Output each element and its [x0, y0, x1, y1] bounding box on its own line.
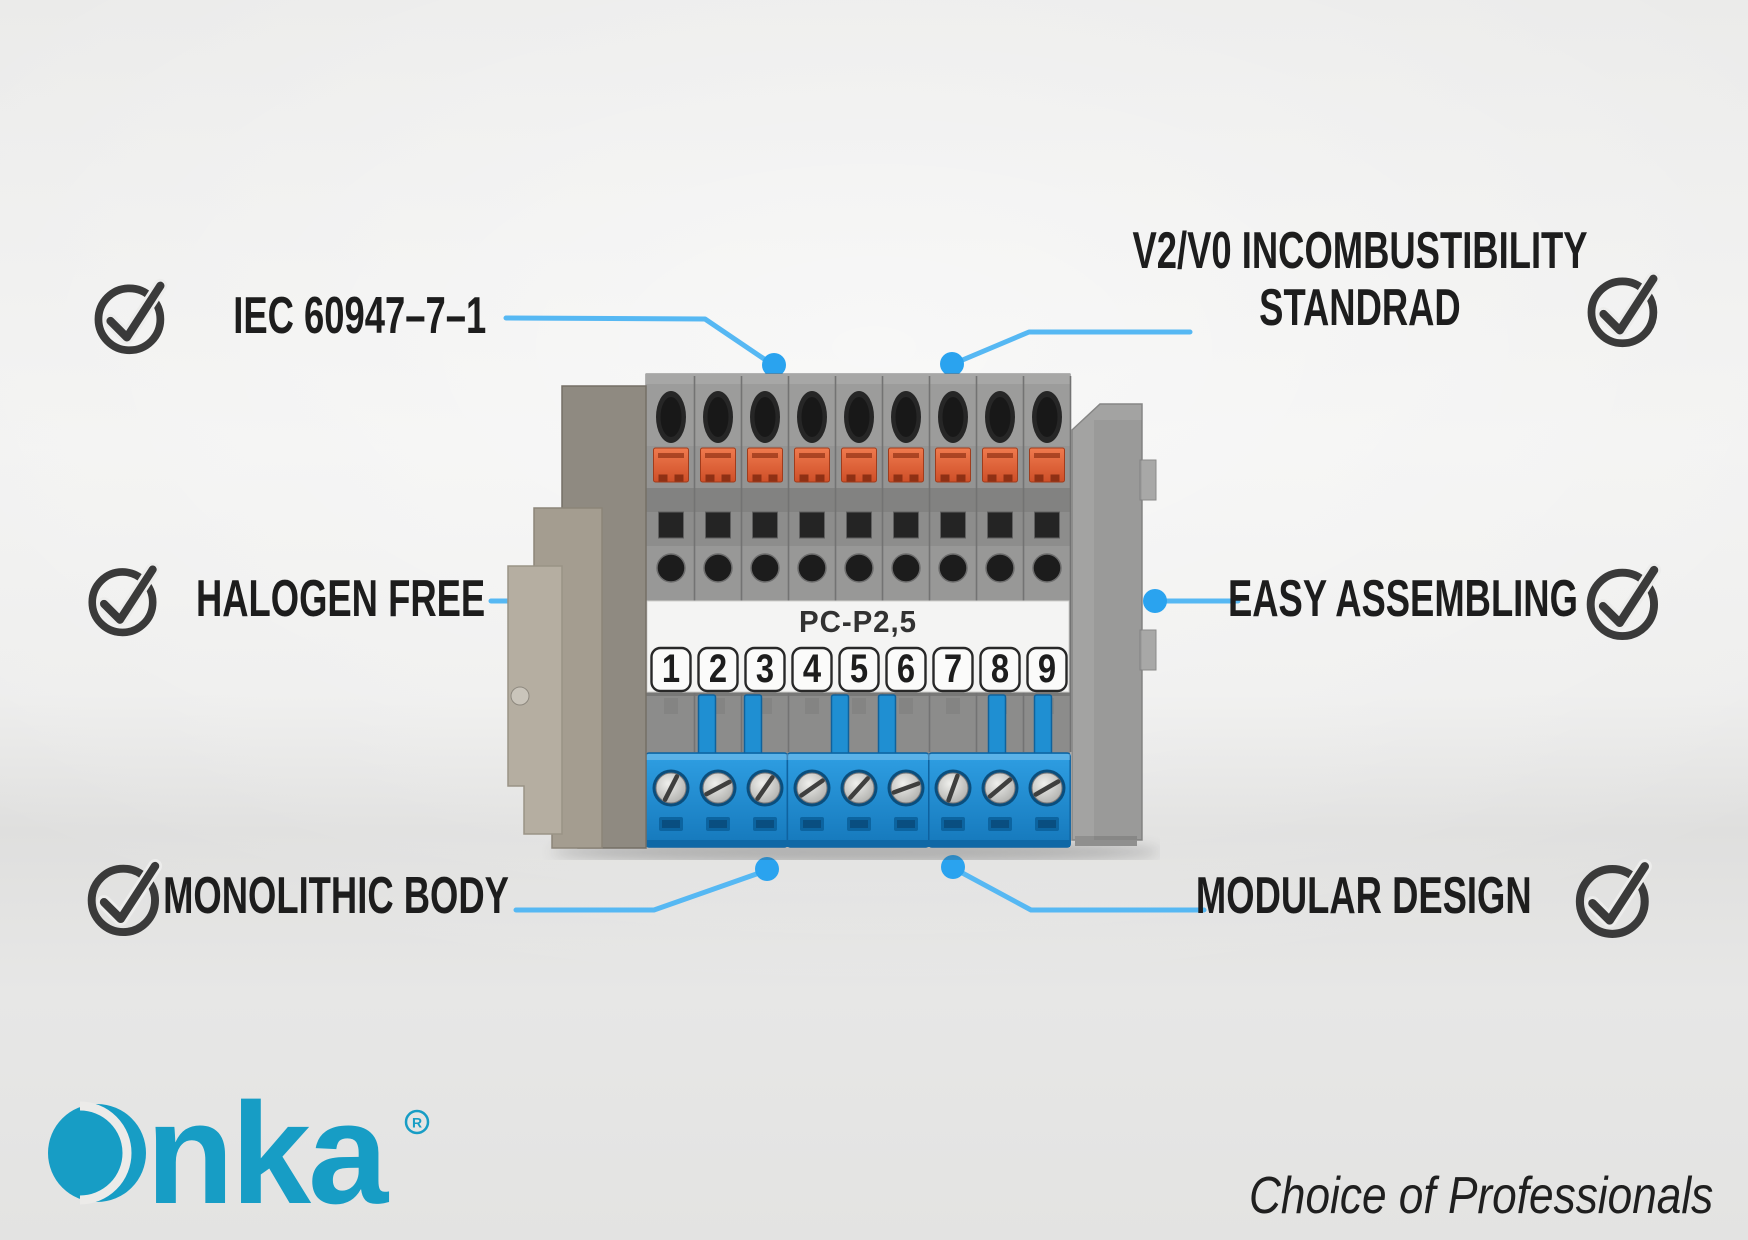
- feature-label-modular-design: MODULAR DESIGN: [1196, 867, 1532, 925]
- number-tag: [932, 646, 974, 693]
- connector-tab: [877, 694, 897, 759]
- terminal-module: [653, 376, 696, 752]
- screw-terminal: [934, 769, 972, 831]
- terminal-number: 8: [991, 646, 1009, 691]
- leader-dot: [940, 352, 964, 376]
- leader-dot: [762, 353, 786, 377]
- check-icon: [83, 556, 167, 640]
- tagline: Choice of Professionals: [1248, 1167, 1713, 1225]
- logo-word: nka: [146, 1080, 389, 1234]
- feature-label-incombustibility: V2/V0 INCOMBUSTIBILITY STANDRAD: [1128, 222, 1592, 338]
- screw-terminal: [1028, 769, 1066, 831]
- screw-terminal: [887, 769, 925, 831]
- feature-label-easy-assembling: EASY ASSEMBLING: [1228, 570, 1578, 628]
- connector-tab: [743, 694, 763, 759]
- bracket-pin: [510, 686, 530, 706]
- number-tag: [1026, 646, 1068, 693]
- terminal-number: 6: [897, 646, 915, 691]
- connector-tab: [697, 694, 717, 759]
- leader-line-modular-design: [952, 866, 1207, 913]
- feature-label-iec: IEC 60947–7–1: [233, 287, 487, 345]
- terminal-number: 9: [1038, 646, 1056, 691]
- screw-terminal: [652, 769, 690, 831]
- check-icon: [1581, 556, 1669, 644]
- registered-mark: R: [412, 1115, 422, 1131]
- screw-terminal: [746, 769, 784, 831]
- check-icon: [89, 272, 175, 358]
- connector-tab: [987, 694, 1007, 759]
- leader-dot: [1143, 589, 1167, 613]
- terminal-module: [888, 376, 931, 752]
- check-icon: [82, 852, 170, 940]
- connector-tab: [1033, 694, 1053, 759]
- number-tag: [979, 646, 1021, 693]
- connector-tab: [830, 694, 850, 759]
- terminal-number: 3: [756, 646, 774, 691]
- number-tag: [885, 646, 927, 693]
- leader-line-iec: [503, 315, 776, 368]
- check-icon: [1570, 852, 1660, 942]
- number-tag: [744, 646, 786, 693]
- leader-dot: [755, 857, 779, 881]
- screw-terminal: [793, 769, 831, 831]
- terminal-module: [747, 376, 790, 752]
- feature-label-line2: STANDRAD: [1259, 279, 1461, 337]
- number-tag: [791, 646, 833, 693]
- onka-logo: nka R: [48, 1080, 430, 1234]
- feature-label-monolithic-body: MONOLITHIC BODY: [162, 867, 509, 925]
- terminal-module: [1029, 376, 1072, 752]
- terminal-number: 2: [709, 646, 727, 691]
- terminal-number: 7: [944, 646, 962, 691]
- terminal-number: 1: [662, 646, 680, 691]
- feature-label-halogen-free: HALOGEN FREE: [195, 570, 486, 628]
- screw-terminal: [981, 769, 1019, 831]
- product-model-label: PC-P2,5: [799, 605, 917, 639]
- terminal-module: [841, 376, 884, 752]
- feature-label-line1: V2/V0 INCOMBUSTIBILITY: [1132, 222, 1588, 280]
- logo-o-slit: [79, 1101, 132, 1205]
- terminal-module: [935, 376, 978, 752]
- leader-dot: [941, 855, 965, 879]
- connector-tabs: [697, 694, 1053, 759]
- terminal-number: 4: [803, 646, 822, 691]
- number-tag: [697, 646, 739, 693]
- end-bracket-right: [1071, 403, 1157, 846]
- leader-line-incombustibility: [950, 329, 1193, 367]
- leader-line-monolithic-body: [513, 868, 768, 913]
- terminal-number: 5: [850, 646, 868, 691]
- number-tag: [838, 646, 880, 693]
- screw-terminals: [652, 769, 1066, 831]
- registered-mark-circle: [404, 1109, 430, 1135]
- end-bracket-left: [507, 385, 647, 849]
- number-tag: [650, 646, 692, 693]
- screw-terminal: [699, 769, 737, 831]
- screw-terminal: [840, 769, 878, 831]
- check-icon: [1582, 265, 1668, 351]
